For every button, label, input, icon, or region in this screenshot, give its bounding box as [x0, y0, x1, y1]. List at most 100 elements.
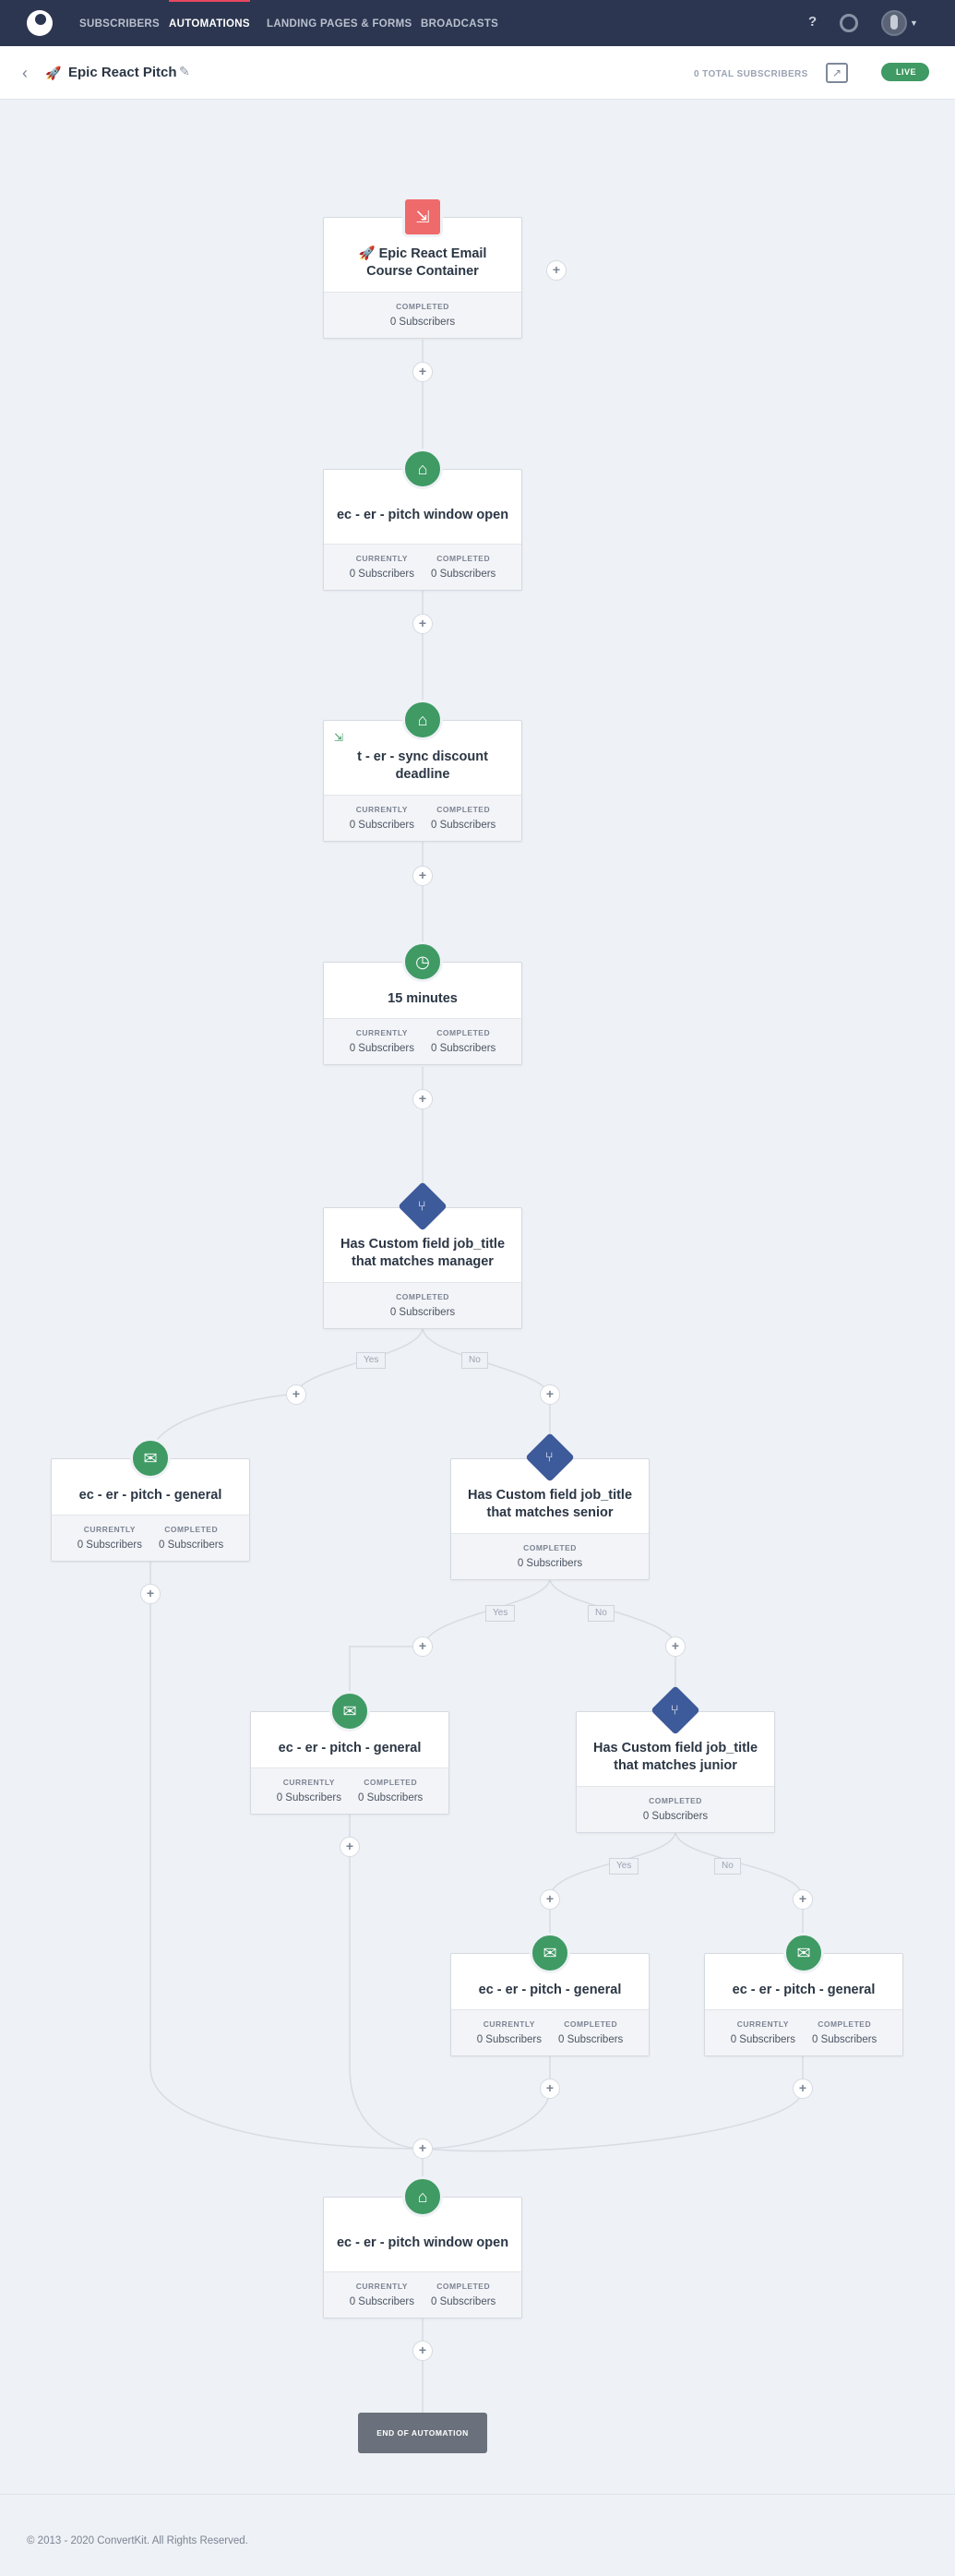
help-icon[interactable]: ?	[808, 14, 818, 30]
stat-value: 0 Subscribers	[431, 2296, 496, 2307]
stat-label: COMPLETED	[436, 554, 491, 563]
stat-value: 0 Subscribers	[276, 1792, 341, 1803]
stat-value: 0 Subscribers	[812, 2034, 877, 2045]
add-step-button[interactable]: +	[412, 362, 433, 382]
share-icon[interactable]: ↗	[826, 63, 848, 83]
envelope-icon: ✉	[530, 1933, 570, 1973]
node-title: ec - er - pitch window open	[336, 507, 509, 522]
tag-icon: ⌂	[402, 700, 443, 740]
nav-broadcasts[interactable]: BROADCASTS	[421, 18, 499, 30]
stat-value: 0 Subscribers	[349, 820, 414, 831]
add-step-button[interactable]: +	[286, 1384, 306, 1405]
stat-label: COMPLETED	[523, 1543, 577, 1552]
node-title: Has Custom field job_title that matches …	[467, 1488, 633, 1520]
edit-icon[interactable]: ✎	[179, 64, 190, 78]
node-condition-senior[interactable]: Has Custom field job_title that matches …	[450, 1458, 650, 1580]
stat-value: 0 Subscribers	[389, 317, 456, 328]
sign-out-icon: ⇲	[402, 197, 443, 237]
stat-label: CURRENTLY	[355, 1028, 408, 1037]
stat-label: COMPLETED	[436, 1028, 491, 1037]
stat-label: COMPLETED	[649, 1796, 702, 1805]
notifications-icon[interactable]	[840, 14, 858, 32]
nav-landing-pages-forms[interactable]: LANDING PAGES & FORMS	[267, 18, 412, 30]
add-step-button[interactable]: +	[340, 1837, 360, 1857]
node-stats: CURRENTLY 0 Subscribers COMPLETED 0 Subscr…	[324, 2271, 521, 2318]
branch-no-label: No	[461, 1352, 488, 1369]
stat-label: CURRENTLY	[355, 2282, 408, 2291]
tag-icon: ⌂	[402, 2176, 443, 2217]
stat-label: COMPLETED	[364, 1778, 418, 1787]
chevron-down-icon[interactable]: ▼	[910, 18, 918, 28]
stat-value: 0 Subscribers	[389, 1307, 456, 1318]
avatar[interactable]	[881, 10, 907, 36]
add-step-button[interactable]: +	[412, 2139, 433, 2159]
node-stats: COMPLETED 0 Subscribers	[577, 1786, 774, 1832]
add-step-button[interactable]: +	[665, 1636, 686, 1657]
branch-yes-label: Yes	[356, 1352, 387, 1369]
nav-automations[interactable]: AUTOMATIONS	[169, 0, 250, 46]
stat-value: 0 Subscribers	[517, 1558, 583, 1569]
node-start-stats: COMPLETED 0 Subscribers	[324, 292, 521, 338]
stat-label: COMPLETED	[436, 2282, 491, 2291]
node-stats: COMPLETED 0 Subscribers	[451, 1533, 649, 1579]
add-step-button[interactable]: +	[412, 1636, 433, 1657]
add-step-button[interactable]: +	[793, 2079, 813, 2099]
node-title: ec - er - pitch - general	[278, 1740, 422, 1755]
node-title: 15 minutes	[388, 990, 458, 1006]
stat-value: 0 Subscribers	[558, 2034, 624, 2045]
stat-label: COMPLETED	[818, 2019, 872, 2029]
add-step-button[interactable]: +	[412, 866, 433, 886]
automation-title[interactable]: Epic React Pitch	[68, 65, 177, 80]
total-subscribers: 0 TOTAL SUBSCRIBERS	[694, 69, 808, 79]
stat-value: 0 Subscribers	[77, 1540, 142, 1551]
envelope-icon: ✉	[130, 1438, 171, 1479]
node-title: Has Custom field job_title that matches …	[340, 1237, 506, 1269]
live-toggle[interactable]: LIVE	[881, 63, 929, 81]
node-title: ec - er - pitch - general	[78, 1487, 222, 1503]
stat-value: 0 Subscribers	[159, 1540, 224, 1551]
node-tag-sync-discount[interactable]: t - er - sync discount deadline CURRENTL…	[323, 720, 522, 842]
nav-subscribers[interactable]: SUBSCRIBERS	[79, 18, 161, 30]
node-title: ec - er - pitch - general	[732, 1982, 876, 1997]
envelope-icon: ✉	[329, 1691, 370, 1731]
sign-out-icon: ⇲	[334, 731, 344, 744]
stat-value: 0 Subscribers	[642, 1811, 709, 1822]
clock-icon: ◷	[402, 941, 443, 982]
stat-label: CURRENTLY	[83, 1525, 136, 1534]
footer: © 2013 - 2020 ConvertKit. All Rights Res…	[0, 2494, 955, 2576]
stat-value: 0 Subscribers	[431, 569, 496, 580]
node-title: Has Custom field job_title that matches …	[592, 1741, 758, 1773]
stat-label: COMPLETED	[164, 1525, 219, 1534]
branch-yes-label: Yes	[485, 1605, 516, 1622]
stat-value: 0 Subscribers	[349, 2296, 414, 2307]
add-step-button[interactable]: +	[412, 614, 433, 634]
convertkit-logo[interactable]	[27, 10, 53, 36]
add-step-button[interactable]: +	[140, 1584, 161, 1604]
copyright: © 2013 - 2020 ConvertKit. All Rights Res…	[27, 2535, 248, 2546]
add-step-button[interactable]: +	[793, 1889, 813, 1910]
automation-header: ‹ 🚀 Epic React Pitch ✎ 0 TOTAL SUBSCRIBE…	[0, 46, 955, 100]
back-icon[interactable]: ‹	[22, 64, 28, 82]
top-nav: SUBSCRIBERS AUTOMATIONS LANDING PAGES & …	[0, 0, 955, 46]
stat-value: 0 Subscribers	[358, 1792, 424, 1803]
add-step-button[interactable]: +	[540, 2079, 560, 2099]
node-start[interactable]: 🚀 Epic React Email Course Container COMP…	[323, 217, 522, 339]
add-step-button[interactable]: +	[412, 1089, 433, 1109]
branch-no-label: No	[714, 1858, 741, 1875]
add-step-button[interactable]: +	[412, 2341, 433, 2361]
stat-value: 0 Subscribers	[349, 569, 414, 580]
add-event-button[interactable]: +	[546, 260, 567, 281]
stat-label: COMPLETED	[396, 302, 449, 311]
add-step-button[interactable]: +	[540, 1384, 560, 1405]
stat-label: CURRENTLY	[355, 805, 408, 814]
add-step-button[interactable]: +	[540, 1889, 560, 1910]
